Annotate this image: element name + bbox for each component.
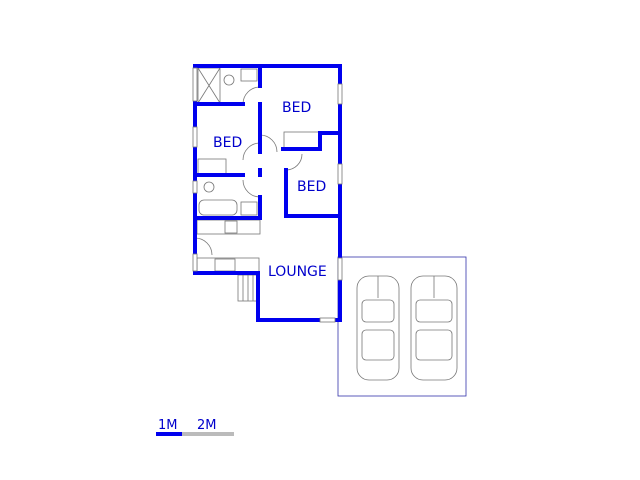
sink	[214, 258, 236, 272]
toilet-1	[223, 74, 235, 86]
scale-bar-1m	[156, 432, 182, 436]
room-label-bed-1: BED	[282, 100, 311, 116]
scale-label-2m: 2M	[197, 418, 217, 433]
windows	[192, 67, 343, 323]
room-label-bed-3: BED	[297, 179, 326, 195]
scale-label-1m: 1M	[158, 418, 178, 433]
bathtub	[198, 199, 238, 216]
car-right	[410, 275, 458, 381]
car-left	[356, 275, 400, 381]
wardrobe-bed1	[283, 131, 321, 149]
toilet-2	[203, 181, 215, 193]
kitchen-counter-bottom	[196, 257, 260, 273]
stairs	[237, 274, 259, 302]
doors	[194, 86, 303, 256]
basin-2	[240, 201, 258, 216]
garage-outline	[337, 256, 467, 397]
scale-bar-2m	[182, 432, 234, 436]
walls	[193, 64, 342, 322]
kitchen-counter-top	[196, 219, 261, 235]
shower	[197, 67, 221, 104]
wardrobe-bed2	[197, 158, 227, 175]
stove	[224, 220, 238, 234]
room-label-lounge: LOUNGE	[268, 264, 327, 280]
room-label-bed-2: BED	[213, 135, 242, 151]
basin-1	[240, 68, 258, 82]
